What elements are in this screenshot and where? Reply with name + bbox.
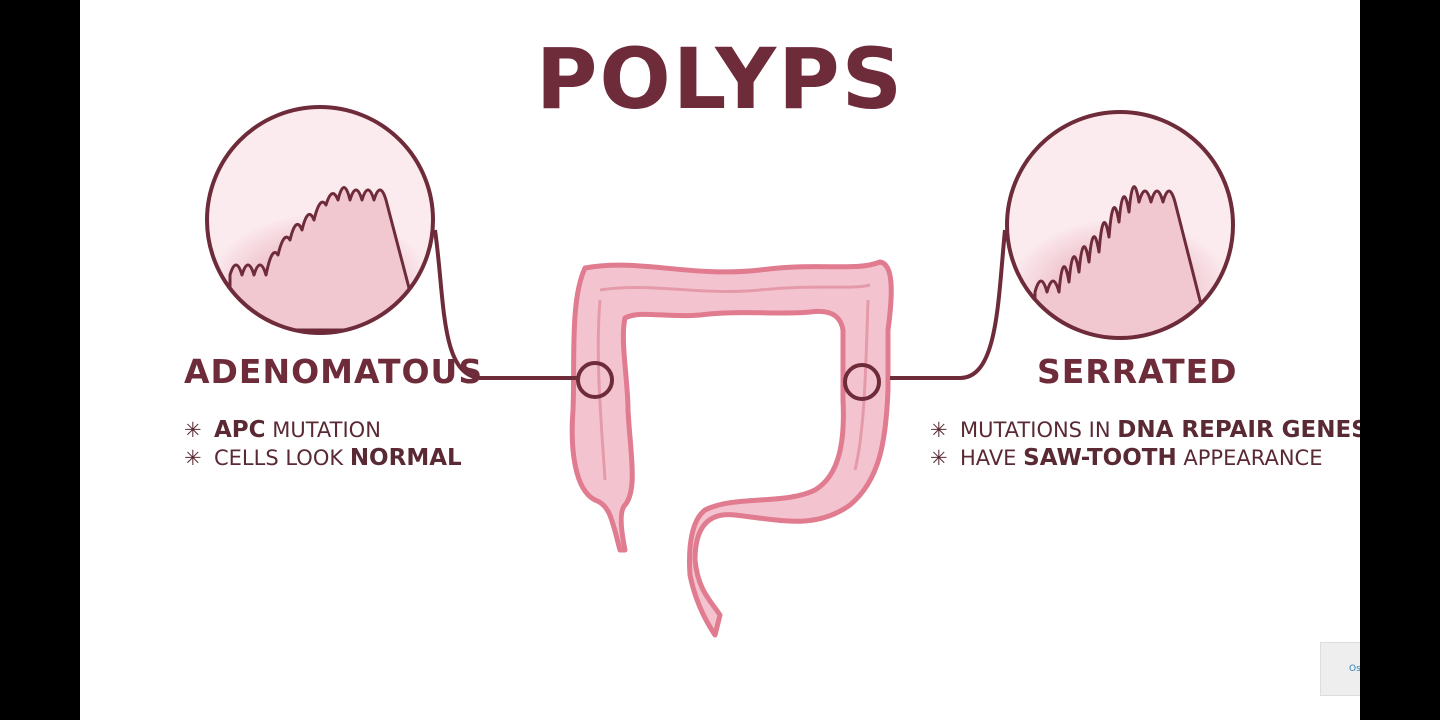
colon-illustration xyxy=(569,259,894,638)
bullet-item: ✳MUTATIONS IN DNA REPAIR GENES xyxy=(930,417,1360,443)
adenomatous-heading: ADENOMATOUS xyxy=(184,352,484,391)
asterisk-icon: ✳ xyxy=(184,418,202,442)
asterisk-icon: ✳ xyxy=(930,418,948,442)
bullet-item: ✳CELLS LOOK NORMAL xyxy=(184,445,462,471)
colon-inner-line-right xyxy=(853,299,870,471)
asterisk-icon: ✳ xyxy=(930,446,948,470)
bullet-item: ✳HAVE SAW-TOOTH APPEARANCE xyxy=(930,445,1323,471)
bullet-item: ✳APC MUTATION xyxy=(184,417,381,443)
colon-body xyxy=(569,259,894,638)
adenomatous-bullets: ✳APC MUTATION ✳CELLS LOOK NORMAL xyxy=(184,416,462,472)
colon-inner-line-left xyxy=(596,299,607,481)
asterisk-icon: ✳ xyxy=(184,446,202,470)
serrated-magnifier xyxy=(843,110,1235,401)
slide-title: POLYPS xyxy=(535,30,905,128)
colon-inner-line xyxy=(599,283,871,294)
slide: POLYPS xyxy=(80,0,1360,720)
logo-text: Osmosis xyxy=(1349,664,1360,674)
osmosis-logo: Osmosis xyxy=(1320,642,1360,696)
adenomatous-magnifier xyxy=(205,105,614,399)
serrated-bullets: ✳MUTATIONS IN DNA REPAIR GENES ✳HAVE SAW… xyxy=(930,416,1360,472)
colon-diagram xyxy=(205,105,1235,638)
serrated-heading: SERRATED xyxy=(1037,352,1238,391)
